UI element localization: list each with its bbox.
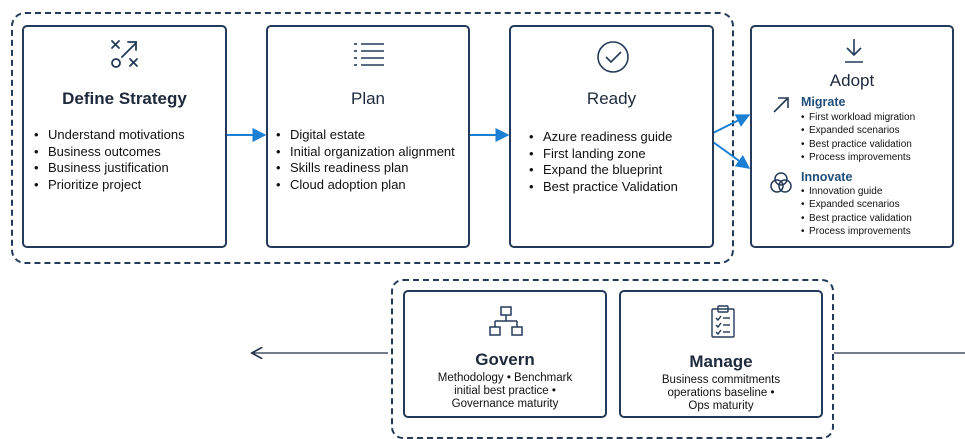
list-item: Best practice validation: [801, 138, 915, 151]
adopt-title: Adopt: [829, 71, 875, 90]
define-strategy-title: Define Strategy: [62, 89, 187, 108]
list-item: Understand motivations: [34, 127, 185, 144]
manage-box: Manage Business commitments operations b…: [619, 290, 823, 418]
list-item: Skills readiness plan: [276, 160, 455, 177]
manage-description: Business commitments operations baseline…: [661, 374, 781, 412]
list-item: Azure readiness guide: [529, 129, 678, 146]
define-strategy-box: Define Strategy Understand motivations B…: [22, 25, 227, 248]
list-item: Initial organization alignment: [276, 144, 455, 161]
ready-title: Ready: [586, 89, 637, 108]
arrow-ready-to-migrate: [712, 114, 751, 134]
plan-title: Plan: [350, 89, 386, 108]
list-item: Expanded scenarios: [801, 198, 912, 211]
innovate-list: Innovation guide Expanded scenarios Best…: [801, 185, 912, 238]
govern-title: Govern: [475, 350, 535, 369]
migrate-title: Migrate: [801, 95, 846, 109]
list-item: Innovation guide: [801, 185, 912, 198]
list-item: Best practice Validation: [529, 179, 678, 196]
plan-box: Plan Digital estate Initial organization…: [266, 25, 470, 248]
list-item: Expanded scenarios: [801, 124, 915, 137]
define-strategy-list: Understand motivations Business outcomes…: [34, 127, 185, 193]
list-item: First landing zone: [529, 146, 678, 163]
list-item: Process improvements: [801, 225, 912, 238]
plan-list: Digital estate Initial organization alig…: [276, 127, 455, 193]
strategy-plan-ready-group: [11, 12, 734, 264]
adopt-box: Adopt Migrate First workload migration E…: [750, 25, 954, 248]
checkmark-circle-icon: [597, 41, 629, 73]
list-item: Prioritize project: [34, 177, 185, 194]
govern-description: Methodology • Benchmark initial best pra…: [437, 372, 573, 410]
list-item: Business justification: [34, 160, 185, 177]
list-item: Process improvements: [801, 151, 915, 164]
venn-icon: [770, 172, 792, 193]
list-item: Best practice validation: [801, 212, 912, 225]
clipboard-icon: [711, 305, 735, 338]
arrow-up-right-icon: [773, 97, 789, 113]
migrate-list: First workload migration Expanded scenar…: [801, 111, 915, 164]
strategy-icon: [111, 40, 138, 68]
download-icon: [845, 39, 863, 63]
list-item: Business outcomes: [34, 144, 185, 161]
manage-title: Manage: [689, 352, 753, 371]
list-item: First workload migration: [801, 111, 915, 124]
govern-box: Govern Methodology • Benchmark initial b…: [403, 290, 607, 418]
ready-list: Azure readiness guide First landing zone…: [529, 129, 678, 195]
connectors: [226, 114, 965, 428]
hierarchy-icon: [489, 306, 523, 336]
ready-box: Ready Azure readiness guide First landin…: [509, 25, 714, 248]
list-item: Cloud adoption plan: [276, 177, 455, 194]
list-item: Expand the blueprint: [529, 162, 678, 179]
list-icon: [354, 43, 384, 66]
arrow-ready-to-innovate: [712, 141, 751, 169]
innovate-title: Innovate: [801, 170, 853, 184]
list-item: Digital estate: [276, 127, 455, 144]
